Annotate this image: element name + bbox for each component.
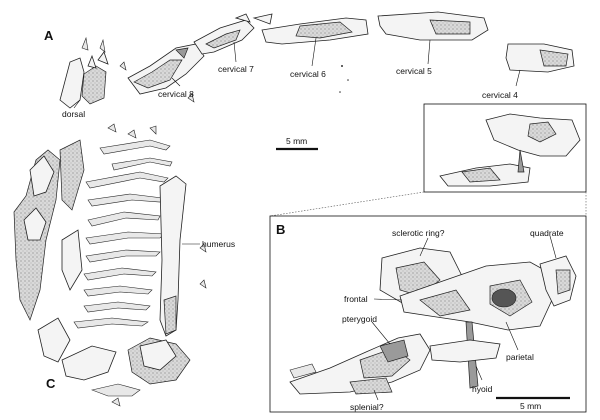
label-pterygoid: pterygoid bbox=[342, 314, 377, 324]
inset-overview bbox=[423, 103, 587, 193]
label-cervical-6: cervical 6 bbox=[290, 69, 326, 79]
panel-label-c: C bbox=[46, 376, 56, 391]
connector-left bbox=[269, 191, 425, 217]
label-dorsal: dorsal bbox=[62, 109, 85, 119]
cervical-7-vertebra bbox=[193, 13, 255, 55]
panel-b: B sclerotic ring? quadrate frontal ptery… bbox=[269, 215, 587, 413]
cervical-8-vertebra bbox=[127, 43, 205, 95]
humerus-bone bbox=[159, 175, 187, 337]
panel-c-fragments bbox=[107, 123, 207, 407]
panel-label-a: A bbox=[44, 28, 54, 43]
label-parietal: parietal bbox=[506, 352, 534, 362]
scale-bar-top-label: 5 mm bbox=[286, 136, 307, 146]
label-cervical-4: cervical 4 bbox=[482, 90, 518, 100]
panel-a: A bbox=[44, 11, 575, 119]
panel-c: C bbox=[13, 123, 235, 407]
scale-bar-top: 5 mm bbox=[276, 136, 318, 151]
scale-bar-inset: 5 mm bbox=[496, 396, 570, 411]
label-frontal: frontal bbox=[344, 294, 368, 304]
label-cervical-5: cervical 5 bbox=[396, 66, 432, 76]
ribs bbox=[73, 139, 173, 329]
splenial-bone bbox=[349, 377, 393, 395]
cervical-6-vertebra bbox=[252, 13, 369, 45]
panel-a-fragments bbox=[119, 61, 349, 103]
label-splenial: splenial? bbox=[350, 402, 384, 412]
panel-label-b: B bbox=[276, 222, 285, 237]
label-cervical-7: cervical 7 bbox=[218, 64, 254, 74]
label-quadrate: quadrate bbox=[530, 228, 564, 238]
label-humerus: humerus bbox=[202, 239, 235, 249]
scale-bar-inset-label: 5 mm bbox=[520, 401, 541, 411]
pterygoid-bone bbox=[379, 339, 409, 363]
cervical-5-vertebra bbox=[377, 11, 489, 41]
dorsal-vertebra bbox=[59, 36, 109, 109]
label-hyoid: hyoid bbox=[472, 384, 493, 394]
label-sclerotic-ring: sclerotic ring? bbox=[392, 228, 445, 238]
label-cervical-8: cervical 8 bbox=[158, 89, 194, 99]
panel-b-frame bbox=[269, 215, 587, 413]
cervical-4-vertebra bbox=[505, 43, 575, 73]
